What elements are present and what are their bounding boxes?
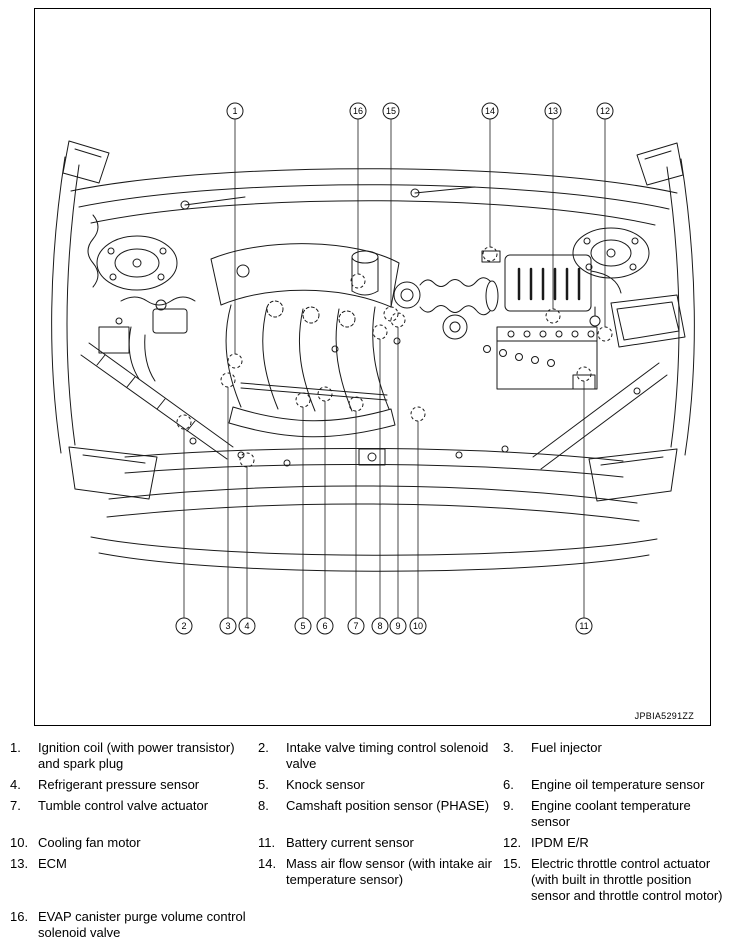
legend-item: 12. IPDM E/R [503, 835, 740, 851]
legend-item-number: 11. [258, 835, 276, 850]
callout-6: 6 [316, 386, 334, 635]
legend-item-label: Ignition coil (with power transistor) an… [38, 740, 235, 771]
legend-item: 11. Battery current sensor [258, 835, 503, 851]
callout-16: 16 [349, 102, 367, 289]
legend-item-label: ECM [38, 856, 67, 871]
callout-layer: 1 16 15 14 13 12 2 3 4 5 6 7 8 9 10 11 [175, 102, 614, 635]
ipdm-art [610, 294, 686, 348]
svg-text:1: 1 [232, 106, 237, 116]
callout-1: 1 [226, 102, 244, 369]
legend-item-number: 10. [10, 835, 29, 850]
legend-item-label: Tumble control valve actuator [38, 798, 209, 813]
legend-item: 7. Tumble control valve actuator [10, 798, 258, 814]
legend-item-label: Intake valve timing control solenoid val… [286, 740, 489, 771]
legend-item-label: Battery current sensor [286, 835, 414, 850]
legend-item-number: 6. [503, 777, 514, 792]
legend-item: 3. Fuel injector [503, 740, 740, 756]
figure-code: JPBIA5291ZZ [634, 711, 694, 721]
svg-text:11: 11 [579, 621, 588, 631]
svg-text:3: 3 [225, 621, 230, 631]
legend-item-number: 8. [258, 798, 269, 813]
air-cleaner-art [504, 254, 622, 312]
legend-item-label: Engine coolant temperature sensor [531, 798, 691, 829]
legend-item-label: Knock sensor [286, 777, 365, 792]
legend-item: 2. Intake valve timing control solenoid … [258, 740, 503, 772]
legend-item-label: Fuel injector [531, 740, 602, 755]
callout-4: 4 [238, 452, 256, 635]
svg-text:12: 12 [600, 106, 610, 116]
callout-11: 11 [575, 366, 593, 635]
svg-text:4: 4 [244, 621, 249, 631]
callout-2: 2 [175, 414, 193, 635]
legend-item: 9. Engine coolant temperature sensor [503, 798, 740, 830]
legend-item-number: 12. [503, 835, 522, 850]
legend-item-number: 16. [10, 909, 29, 924]
svg-text:14: 14 [485, 106, 495, 116]
figure-frame: 1 16 15 14 13 12 2 3 4 5 6 7 8 9 10 11 JPBIA5291ZZ [34, 8, 711, 726]
legend-item: 8. Camshaft position sensor (PHASE) [258, 798, 503, 814]
callout-5: 5 [294, 392, 312, 635]
svg-text:5: 5 [300, 621, 305, 631]
legend-item-number: 14. [258, 856, 277, 871]
legend-grid: 1. Ignition coil (with power transistor)… [10, 740, 740, 941]
legend-item: 15. Electric throttle control actuator (… [503, 856, 740, 904]
strut-tower-left-art [96, 235, 178, 291]
legend-item: 14. Mass air flow sensor (with intake ai… [258, 856, 503, 888]
svg-text:15: 15 [386, 106, 396, 116]
callout-8: 8 [371, 324, 389, 635]
callout-12: 12 [596, 102, 614, 342]
strut-tower-right-art [572, 227, 650, 279]
legend-item-label: Electric throttle control actuator (with… [531, 856, 723, 903]
intake-manifold-art [210, 243, 400, 438]
callout-9: 9 [389, 312, 407, 635]
callout-15: 15 [382, 102, 400, 322]
legend-item-number: 2. [258, 740, 269, 755]
svg-text:9: 9 [395, 621, 400, 631]
purge-solenoid-art [351, 250, 379, 296]
legend-item-label: Cooling fan motor [38, 835, 141, 850]
legend-item-number: 13. [10, 856, 29, 871]
legend-item: 13. ECM [10, 856, 258, 872]
legend: 1. Ignition coil (with power transistor)… [0, 740, 744, 941]
legend-item-number: 4. [10, 777, 21, 792]
legend-item-number: 9. [503, 798, 514, 813]
legend-item: 10. Cooling fan motor [10, 835, 258, 851]
legend-item-number: 3. [503, 740, 514, 755]
legend-item-label: Engine oil temperature sensor [531, 777, 705, 792]
svg-text:13: 13 [548, 106, 558, 116]
legend-item-number: 5. [258, 777, 269, 792]
legend-item-number: 15. [503, 856, 522, 871]
callout-14: 14 [481, 102, 499, 262]
svg-text:10: 10 [413, 621, 423, 631]
legend-item: 4. Refrigerant pressure sensor [10, 777, 258, 793]
front-end-art [68, 446, 678, 572]
callout-13: 13 [544, 102, 562, 324]
legend-item-number: 1. [10, 740, 21, 755]
engine-bay-diagram: 1 16 15 14 13 12 2 3 4 5 6 7 8 9 10 11 [51, 102, 695, 635]
svg-text:2: 2 [181, 621, 186, 631]
legend-item-label: Mass air flow sensor (with intake air te… [286, 856, 492, 887]
legend-item-label: EVAP canister purge volume control solen… [38, 909, 246, 940]
svg-text:6: 6 [322, 621, 327, 631]
callout-3: 3 [219, 372, 237, 635]
legend-item-number: 7. [10, 798, 21, 813]
svg-text:16: 16 [353, 106, 363, 116]
callout-10: 10 [409, 406, 427, 635]
legend-item: 6. Engine oil temperature sensor [503, 777, 740, 793]
legend-item-label: IPDM E/R [531, 835, 589, 850]
legend-item: 16. EVAP canister purge volume control s… [10, 909, 258, 941]
intake-duct-art [393, 250, 501, 316]
callout-7: 7 [347, 396, 365, 635]
legend-item-label: Camshaft position sensor (PHASE) [286, 798, 490, 813]
engine-art [51, 140, 695, 572]
legend-item: 1. Ignition coil (with power transistor)… [10, 740, 258, 772]
svg-text:8: 8 [377, 621, 382, 631]
legend-item: 5. Knock sensor [258, 777, 503, 793]
battery-art [496, 306, 601, 390]
svg-text:7: 7 [353, 621, 358, 631]
legend-item-label: Refrigerant pressure sensor [38, 777, 200, 792]
